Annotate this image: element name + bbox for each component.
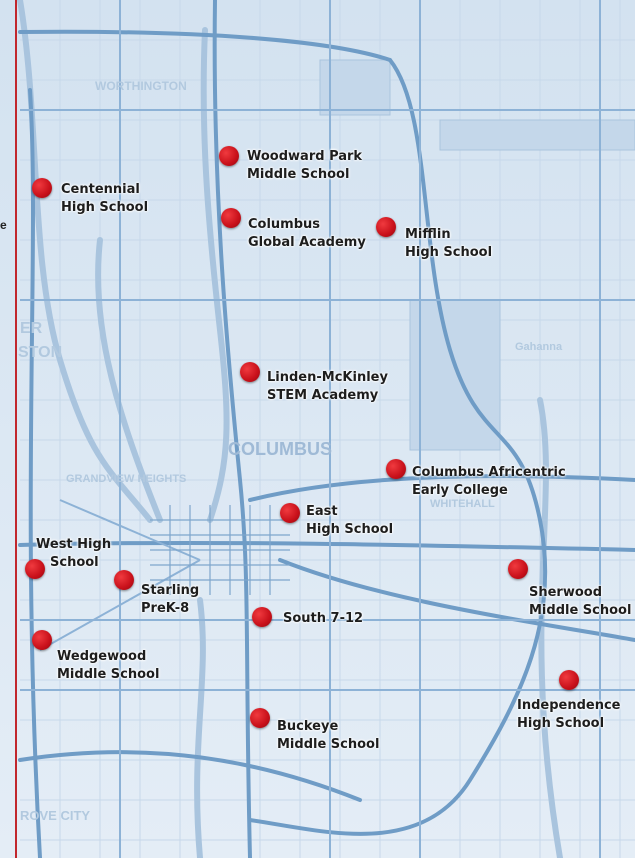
place-label-grandview-heights: GRANDVIEW HEIGHTS: [66, 473, 186, 485]
edge-text-fragment: e: [0, 218, 7, 232]
school-marker[interactable]: [32, 178, 52, 198]
school-marker[interactable]: [219, 146, 239, 166]
downtown-grid: [150, 505, 290, 595]
place-label-gahanna: Gahanna: [515, 341, 563, 353]
school-marker[interactable]: [376, 217, 396, 237]
place-label-ston: STON: [18, 344, 62, 361]
place-label-worthington: WORTHINGTON: [95, 79, 187, 93]
block-grid: [20, 0, 635, 858]
place-label-columbus: COLUMBUS: [228, 439, 332, 459]
school-marker[interactable]: [386, 459, 406, 479]
place-label-whitehall: WHITEHALL: [430, 498, 495, 510]
school-marker[interactable]: [280, 503, 300, 523]
place-label-grove-city: ROVE CITY: [20, 808, 90, 823]
school-marker[interactable]: [252, 607, 272, 627]
airport-area: [319, 59, 635, 451]
school-marker[interactable]: [559, 670, 579, 690]
school-marker[interactable]: [508, 559, 528, 579]
place-labels: WORTHINGTON COLUMBUS GRANDVIEW HEIGHTS G…: [18, 79, 563, 823]
school-marker[interactable]: [32, 630, 52, 650]
school-marker[interactable]: [25, 559, 45, 579]
school-marker[interactable]: [250, 708, 270, 728]
school-marker[interactable]: [240, 362, 260, 382]
school-label: South 7-12: [283, 611, 364, 626]
place-label-er: ER: [20, 320, 43, 337]
secondary-roads: [20, 0, 635, 858]
school-marker[interactable]: [114, 570, 134, 590]
school-marker[interactable]: [221, 208, 241, 228]
frame-border: [15, 0, 17, 858]
